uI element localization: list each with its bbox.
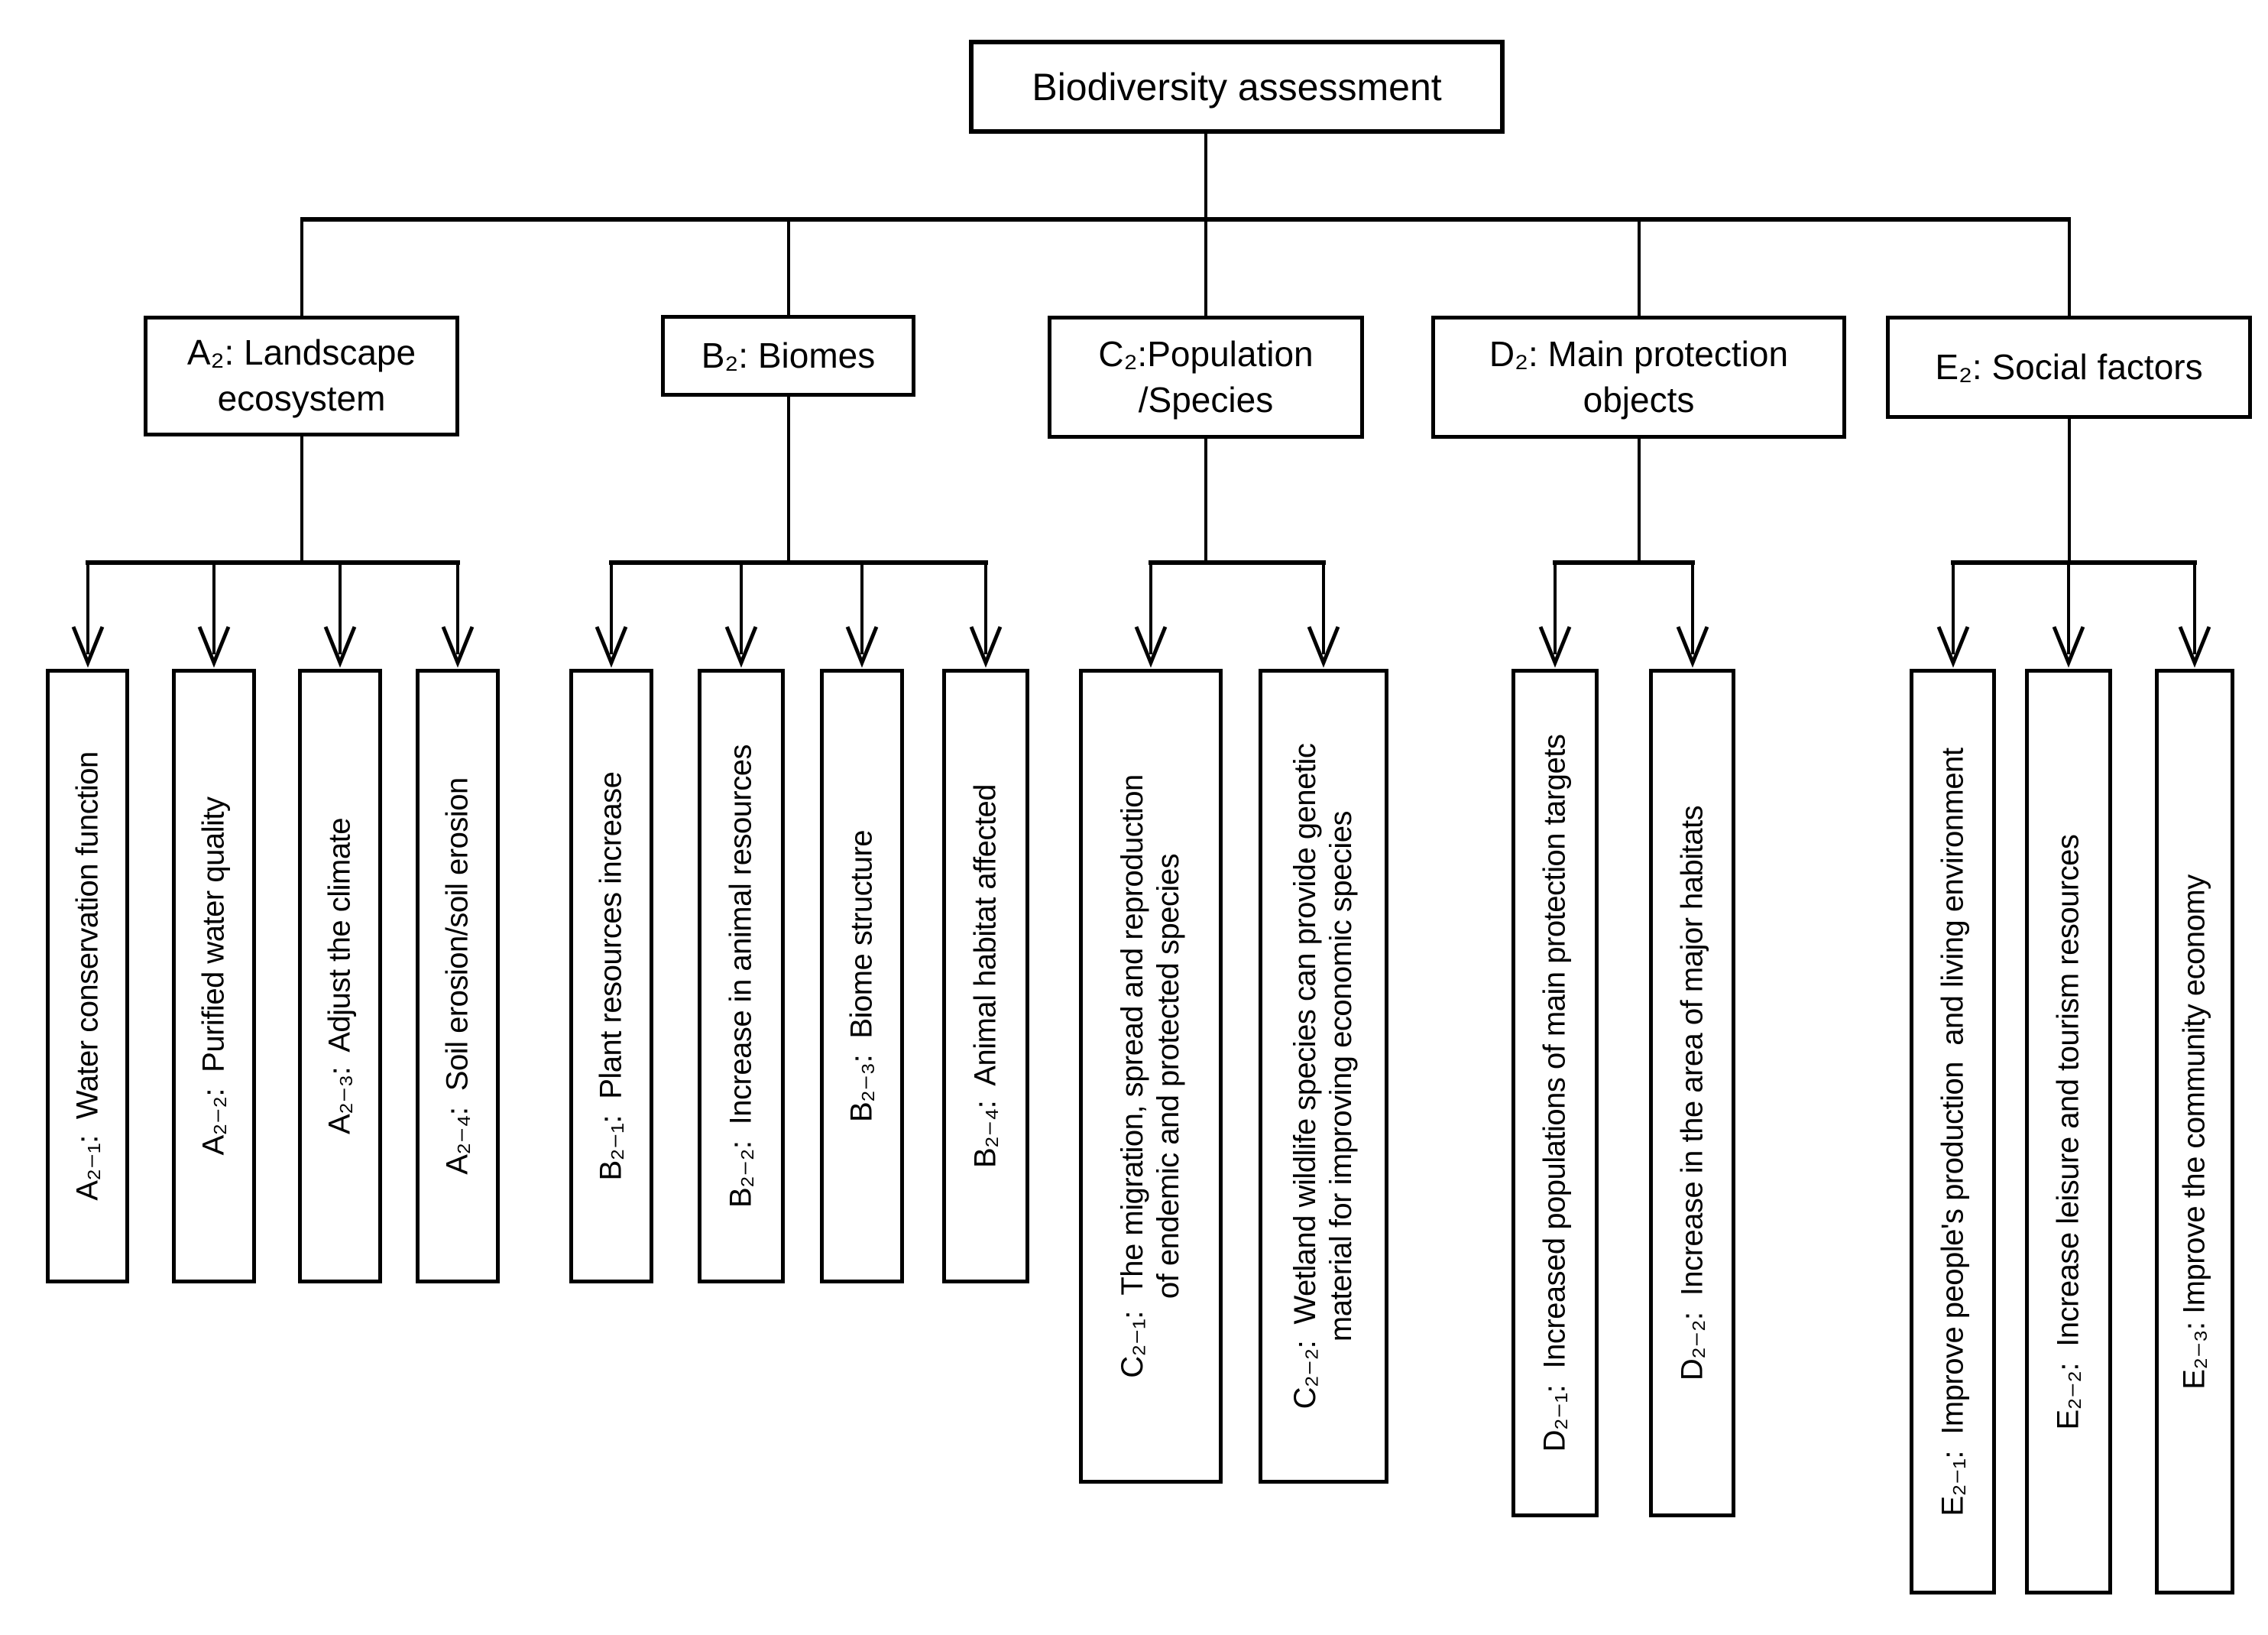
branch-a-stems (86, 436, 459, 654)
branch-b-node: B₂: Biomes (661, 315, 915, 397)
leaf-a2-2-label: A₂₋₂: Purified water quality (196, 796, 231, 1156)
branch-e-label: E₂: Social factors (1935, 346, 2203, 387)
leaf-b2-1: B₂₋₁: Plant resources increase (569, 669, 653, 1283)
branch-a-label: A₂: Landscape ecosystem (186, 333, 416, 418)
leaf-d2-2: D₂₋₂: Increase in the area of major habi… (1649, 669, 1735, 1517)
branch-b-arrowheads (595, 626, 1003, 668)
branch-c-arrowheads (1134, 626, 1340, 668)
leaf-b2-2-label: B₂₋₂: Increase in animal resources (724, 744, 758, 1208)
leaf-a2-3: A₂₋₃: Adjust the climate (298, 669, 382, 1283)
leaf-e2-1: E₂₋₁: Improve people's production and li… (1910, 669, 1996, 1594)
leaf-a2-4-label: A₂₋₄: Soil erosion/soil erosion (440, 777, 475, 1175)
root-trunk-and-drops (300, 134, 2071, 316)
branch-c-label: C₂:Population /Species (1098, 333, 1314, 420)
leaf-b2-4-label: B₂₋₄: Animal habitat affected (968, 784, 1003, 1168)
leaf-b2-4: B₂₋₄: Animal habitat affected (942, 669, 1029, 1283)
branch-a-arrowheads (71, 626, 475, 668)
leaf-d2-1-label: D₂₋₁: Increased populations of main prot… (1537, 734, 1572, 1452)
leaf-d2-1: D₂₋₁: Increased populations of main prot… (1511, 669, 1599, 1517)
branch-a-node: A₂: Landscape ecosystem (144, 316, 459, 436)
branch-b-label: B₂: Biomes (701, 335, 876, 375)
leaf-c2-1: C₂₋₁: The migration, spread and reproduc… (1079, 669, 1223, 1484)
branch-e-stems (1952, 419, 2196, 654)
leaf-c2-2-label: C₂₋₂: Wetland wildlife species can provi… (1288, 743, 1358, 1410)
leaf-e2-3-label: E₂₋₃: Improve the community economy (2177, 874, 2211, 1390)
branch-d-stems (1554, 439, 1694, 654)
leaf-b2-1-label: B₂₋₁: Plant resources increase (594, 771, 628, 1181)
root-label: Biodiversity assessment (1032, 65, 1442, 109)
leaf-a2-3-label: A₂₋₃: Adjust the climate (322, 818, 357, 1134)
leaf-e2-2-label: E₂₋₂: Increase leisure and tourism resou… (2051, 834, 2085, 1429)
leaf-c2-2: C₂₋₂: Wetland wildlife species can provi… (1259, 669, 1388, 1484)
leaf-a2-4: A₂₋₄: Soil erosion/soil erosion (416, 669, 500, 1283)
branch-b-stems (610, 397, 987, 654)
leaf-b2-2: B₂₋₂: Increase in animal resources (698, 669, 785, 1283)
leaf-e2-3: E₂₋₃: Improve the community economy (2155, 669, 2234, 1594)
branch-d-arrowheads (1538, 626, 1709, 668)
leaf-a2-1-label: A₂₋₁: Water conservation function (70, 751, 104, 1201)
leaf-e2-1-label: E₂₋₁: Improve people's production and li… (1935, 748, 1969, 1516)
branch-e-arrowheads (1936, 626, 2211, 668)
leaf-b2-3: B₂₋₃: Biome structure (820, 669, 904, 1283)
branch-d-node: D₂: Main protection objects (1431, 316, 1846, 439)
leaf-a2-2: A₂₋₂: Purified water quality (172, 669, 256, 1283)
branch-c-node: C₂:Population /Species (1048, 316, 1364, 439)
root-node: Biodiversity assessment (969, 40, 1505, 134)
leaf-e2-2: E₂₋₂: Increase leisure and tourism resou… (2025, 669, 2112, 1594)
branch-c-stems (1149, 439, 1325, 654)
leaf-a2-1: A₂₋₁: Water conservation function (46, 669, 129, 1283)
branch-e-node: E₂: Social factors (1886, 316, 2252, 419)
branch-d-label: D₂: Main protection objects (1489, 333, 1789, 420)
leaf-d2-2-label: D₂₋₂: Increase in the area of major habi… (1674, 805, 1709, 1381)
leaf-c2-1-label: C₂₋₁: The migration, spread and reproduc… (1115, 774, 1185, 1378)
leaf-b2-3-label: B₂₋₃: Biome structure (844, 829, 879, 1123)
